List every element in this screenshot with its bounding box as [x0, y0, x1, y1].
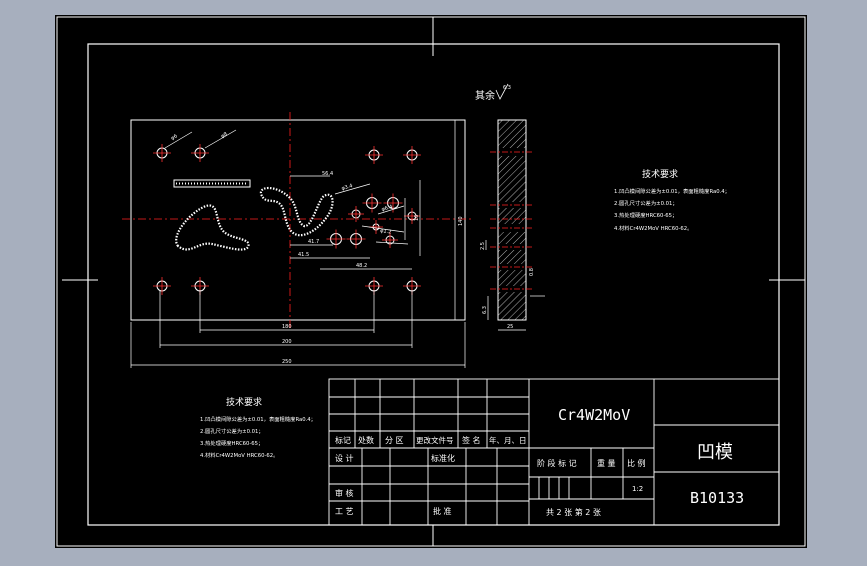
roughness-symbol [495, 83, 509, 100]
centering-marks [62, 17, 805, 546]
title-block-text: Cr4W2MoV 凹模 B10133 标记 处数 分 区 更改文件号 签 名 年… [335, 406, 744, 517]
dim-height1: 140 [458, 216, 464, 226]
tech-notes-left: 技术要求 1.凹凸模间隙公差为±0.01，表面粗糙度Ra0.4； 2.圆孔尺寸公… [200, 396, 316, 459]
review-label: 审 核 [335, 488, 354, 498]
notes-right-item-3: 3.热处理硬度HRC60-65； [614, 211, 677, 219]
roughness-note: 其余 6.3 [475, 83, 511, 102]
dim-side-w: 25 [507, 324, 513, 330]
side-section-view: 25 2.5 6.3 0.8 [480, 119, 545, 331]
scale-label: 比 例 [627, 458, 646, 468]
cavity-profile-1 [175, 204, 250, 251]
sheet-background [55, 15, 807, 548]
dim-d7: 48.2 [356, 263, 367, 269]
header-zone: 分 区 [385, 436, 404, 445]
dim-side-a: 6.3 [482, 306, 488, 314]
section-hatching [498, 120, 526, 320]
dim-d5: 56.4 [322, 171, 333, 177]
dim-side-h1: 2.5 [480, 242, 486, 250]
title-block [328, 378, 780, 526]
dim-height2: 16 [414, 215, 420, 221]
section-dimension-lines [485, 240, 545, 331]
drawing-number: B10133 [690, 489, 744, 507]
scale-value: 1:2 [632, 485, 643, 493]
design-label: 设 计 [335, 453, 354, 463]
slot-outline [173, 179, 251, 188]
dim-side-h2: 0.8 [529, 268, 535, 276]
dim-d1: φ3.4 [341, 183, 353, 192]
cavity-profile-2 [259, 186, 334, 237]
notes-right-title: 技术要求 [642, 168, 678, 180]
part-name: 凹模 [697, 442, 733, 463]
section-dimension-text: 25 2.5 6.3 0.8 [480, 242, 535, 330]
standardize-label: 标准化 [431, 453, 455, 463]
header-count: 处数 [358, 435, 374, 445]
main-view: φ6 φ8 φ3.4 φ6.4 φ1.2 41.7 56.4 41.5 48.2… [122, 112, 474, 368]
notes-left-item-3: 3.热处理硬度HRC60-65； [200, 439, 263, 447]
section-center-lines [490, 151, 534, 290]
header-date: 年、月、日 [489, 435, 527, 445]
stage-mark-label: 阶 段 标 记 [537, 458, 577, 468]
dim-width1: 180 [282, 324, 292, 330]
header-change-doc: 更改文件号 [416, 435, 454, 445]
approve-label: 批 准 [433, 506, 452, 516]
material-label: Cr4W2MoV [558, 406, 630, 424]
header-mark: 标记 [335, 435, 351, 445]
notes-left-title: 技术要求 [226, 396, 262, 408]
notes-left-item-2: 2.圆孔尺寸公差为±0.01； [200, 427, 264, 435]
tech-notes-right: 技术要求 1.凹凸模间隙公差为±0.01，表面粗糙度Ra0.4； 2.圆孔尺寸公… [614, 168, 730, 232]
dim-width3: 250 [282, 359, 292, 365]
notes-right-item-1: 1.凹凸模间隙公差为±0.01，表面粗糙度Ra0.4； [614, 187, 730, 195]
hole-group [153, 144, 421, 295]
notes-right-item-4: 4.材料Cr4W2MoV HRC60-62。 [614, 224, 692, 232]
die-plate-outline [130, 119, 466, 321]
outer-frame [56, 16, 806, 547]
dim-d3: φ1.2 [380, 228, 392, 236]
roughness-value: 6.3 [503, 85, 511, 91]
notes-right-item-2: 2.圆孔尺寸公差为±0.01； [614, 199, 678, 207]
dim-width2: 200 [282, 339, 292, 345]
weight-label: 重 量 [597, 458, 616, 468]
dim-d2: φ6.4 [381, 204, 393, 213]
main-dimension-text: φ6 φ8 φ3.4 φ6.4 φ1.2 41.7 56.4 41.5 48.2… [170, 131, 464, 365]
dimension-lines [130, 120, 466, 368]
dim-d4: 41.7 [308, 239, 319, 245]
dim-top-hole2: φ8 [220, 131, 229, 139]
notes-left-item-4: 4.材料Cr4W2MoV HRC60-62。 [200, 451, 278, 459]
dim-top-hole: φ6 [170, 133, 179, 141]
roughness-label: 其余 [475, 89, 495, 102]
process-label: 工 艺 [335, 507, 354, 516]
sheet-count: 共 2 张 第 2 张 [546, 507, 601, 517]
dim-d6: 41.5 [298, 252, 309, 258]
header-sign: 签 名 [462, 435, 481, 445]
notes-left-item-1: 1.凹凸模间隙公差为±0.01，表面粗糙度Ra0.4； [200, 415, 316, 423]
